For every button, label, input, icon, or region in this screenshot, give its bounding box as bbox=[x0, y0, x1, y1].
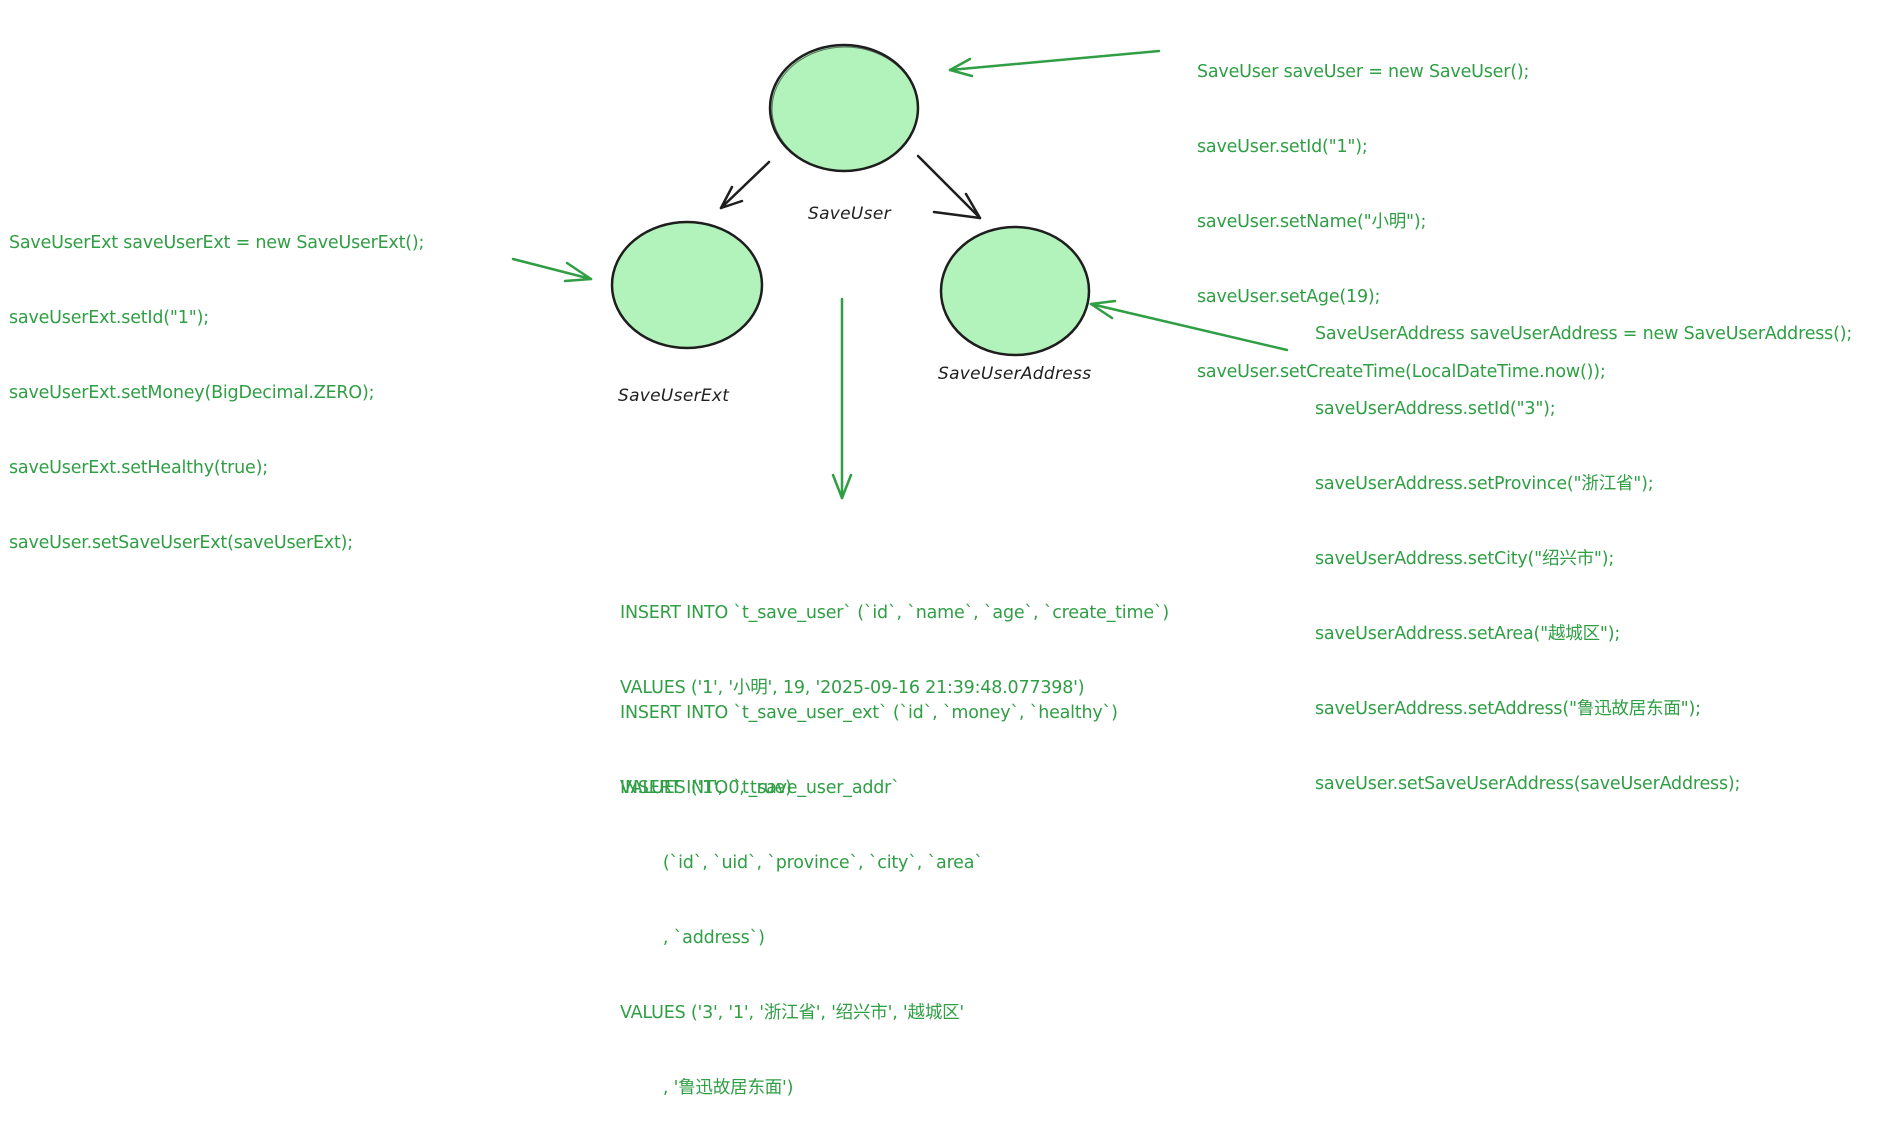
sql-line: VALUES ('1', 0, true) bbox=[620, 778, 792, 798]
node-label-saveuseraddress: SaveUserAddress bbox=[938, 364, 1092, 384]
code-line: saveUserAddress.setCity("绍兴市"); bbox=[1315, 549, 1615, 569]
code-line: SaveUser saveUser = new SaveUser(); bbox=[1197, 62, 1530, 82]
arrow-saveuser-to-ext bbox=[719, 160, 771, 210]
arrow-saveuser-to-address bbox=[916, 154, 982, 220]
code-line: saveUserAddress.setProvince("浙江省"); bbox=[1315, 474, 1654, 494]
code-line: saveUser.setId("1"); bbox=[1197, 137, 1368, 157]
sql-line: VALUES ('3', '1', '浙江省', '绍兴市', '越城区' bbox=[620, 1003, 965, 1023]
node-saveuseraddress-circle[interactable] bbox=[939, 225, 1091, 357]
code-line: saveUser.setSaveUserExt(saveUserExt); bbox=[9, 533, 353, 553]
arrow-saveuseraddress-code-to-node bbox=[1089, 299, 1289, 352]
sql-line: VALUES ('1', '小明', 19, '2025-09-16 21:39… bbox=[620, 678, 1085, 698]
diagram-canvas bbox=[511, 43, 1289, 500]
node-saveuser[interactable] bbox=[768, 43, 920, 173]
node-saveuserext-circle[interactable] bbox=[610, 220, 764, 350]
sql-insert-user-addr: INSERT INTO `t_save_user_addr` (`id`, `u… bbox=[620, 726, 983, 1126]
code-block-saveuserext: SaveUserExt saveUserExt = new SaveUserEx… bbox=[9, 181, 424, 581]
arrow-saveuser-code-to-node bbox=[948, 49, 1161, 78]
sql-line: (`id`, `uid`, `province`, `city`, `area` bbox=[620, 853, 983, 873]
sql-line: , `address`) bbox=[620, 928, 765, 948]
code-line: SaveUserAddress saveUserAddress = new Sa… bbox=[1315, 324, 1853, 344]
node-saveuser-sketch-stroke bbox=[771, 46, 919, 172]
code-line: saveUserExt.setHealthy(true); bbox=[9, 458, 268, 478]
code-line: saveUserAddress.setId("3"); bbox=[1315, 399, 1556, 419]
node-label-saveuser: SaveUser bbox=[808, 204, 891, 224]
sql-insert-user-ext: INSERT INTO `t_save_user_ext` (`id`, `mo… bbox=[620, 651, 1118, 826]
arrow-diagram-to-sql bbox=[831, 297, 853, 500]
node-saveuseraddress[interactable] bbox=[939, 225, 1091, 357]
code-line: saveUserAddress.setAddress("鲁迅故居东面"); bbox=[1315, 699, 1701, 719]
code-line: SaveUserExt saveUserExt = new SaveUserEx… bbox=[9, 233, 425, 253]
sql-line: , '鲁迅故居东面') bbox=[620, 1078, 794, 1098]
sql-line: INSERT INTO `t_save_user` (`id`, `name`,… bbox=[620, 603, 1170, 623]
code-line: saveUserAddress.setArea("越城区"); bbox=[1315, 624, 1621, 644]
code-line: saveUser.setSaveUserAddress(saveUserAddr… bbox=[1315, 774, 1741, 794]
code-line: saveUserExt.setMoney(BigDecimal.ZERO); bbox=[9, 383, 375, 403]
code-line: saveUser.setCreateTime(LocalDateTime.now… bbox=[1197, 362, 1606, 382]
code-line: saveUser.setName("小明"); bbox=[1197, 212, 1427, 232]
sql-line: INSERT INTO `t_save_user_addr` bbox=[620, 778, 900, 798]
code-line: saveUserExt.setId("1"); bbox=[9, 308, 209, 328]
code-block-saveuseraddress: SaveUserAddress saveUserAddress = new Sa… bbox=[1315, 272, 1852, 822]
node-label-saveuserext: SaveUserExt bbox=[618, 386, 730, 406]
code-block-saveuser: SaveUser saveUser = new SaveUser(); save… bbox=[1197, 10, 1606, 410]
sql-line: INSERT INTO `t_save_user_ext` (`id`, `mo… bbox=[620, 703, 1118, 723]
node-saveuserext[interactable] bbox=[610, 220, 764, 350]
arrow-saveuserext-code-to-node bbox=[511, 257, 593, 283]
code-line: saveUser.setAge(19); bbox=[1197, 287, 1381, 307]
sql-insert-user: INSERT INTO `t_save_user` (`id`, `name`,… bbox=[620, 551, 1169, 726]
